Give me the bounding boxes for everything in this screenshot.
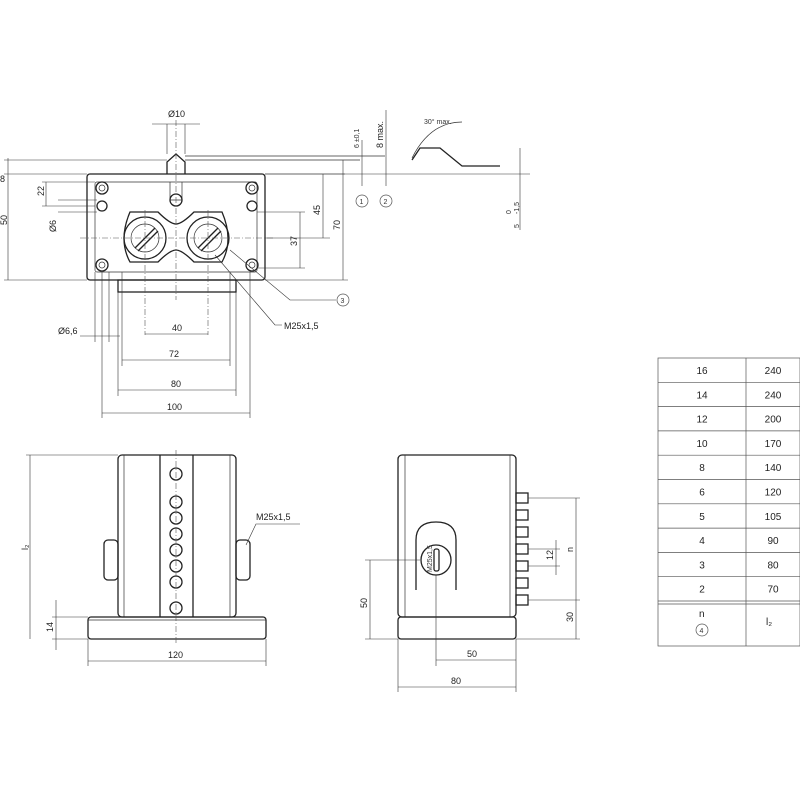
dim-50-vertical: 50 — [359, 598, 369, 608]
table-cell-l2: 240 — [765, 390, 782, 401]
side-base — [397, 616, 517, 640]
table-cell-l2: 240 — [765, 366, 782, 377]
dim-40: 40 — [172, 323, 182, 333]
table-header-l2: l₂ — [766, 617, 772, 628]
table-cell-l2: 200 — [765, 415, 782, 426]
table-cell-n: 2 — [699, 585, 705, 596]
dim-l2: l₂ — [20, 544, 30, 550]
dim-22: 22 — [36, 186, 46, 196]
angle-label: 30° max. — [424, 118, 452, 126]
callout-3: 3 — [336, 293, 350, 307]
dim-5: 5 — [514, 224, 521, 228]
dim-d6: Ø6 — [48, 220, 58, 232]
dim-50-left: 50 — [0, 215, 9, 225]
top-base-plate — [117, 279, 237, 293]
dim-80-side: 80 — [451, 676, 461, 686]
table-cell-n: 6 — [699, 488, 705, 499]
dim-120: 120 — [168, 650, 183, 660]
table-cell-n: 4 — [699, 536, 705, 547]
table-cell-n: 12 — [696, 415, 708, 426]
callout-2: 2 — [379, 194, 393, 208]
dim-45: 45 — [312, 205, 322, 215]
dim-n: n — [565, 547, 575, 552]
mounting-holes — [95, 181, 259, 272]
front-gland-left — [103, 539, 119, 581]
front-base — [87, 616, 267, 640]
dim-30: 30 — [565, 612, 575, 622]
svg-text:1: 1 — [360, 199, 364, 206]
dim-80: 80 — [171, 379, 181, 389]
front-view: l₂ 14 120 M25x1,5 — [20, 450, 300, 666]
dim-5-lower: -1,5 — [514, 202, 521, 214]
dim-50-horizontal: 50 — [467, 649, 477, 659]
dim-d66: Ø6,6 — [58, 326, 78, 336]
table-cell-l2: 170 — [765, 439, 782, 450]
dim-100: 100 — [167, 402, 182, 412]
side-gland-slot — [433, 548, 440, 572]
dim-72: 72 — [169, 349, 179, 359]
cable-outlets — [515, 492, 529, 606]
dim-70: 70 — [332, 220, 342, 230]
dim-14: 14 — [45, 622, 55, 632]
thread-label-top: M25x1,5 — [284, 321, 319, 331]
svg-text:2: 2 — [384, 199, 388, 206]
dim-12: 12 — [545, 550, 555, 560]
table-cell-l2: 90 — [767, 536, 779, 547]
side-thread-label: M25x1,5 — [427, 545, 434, 572]
side-gland-housing — [415, 521, 457, 590]
table-cell-l2: 120 — [765, 488, 782, 499]
table-cell-l2: 70 — [767, 585, 779, 596]
table-cell-n: 14 — [696, 390, 708, 401]
actuator-lever — [411, 147, 500, 167]
table-cell-n: 8 — [699, 463, 705, 474]
dim-8-max: 8 max. — [375, 121, 385, 148]
table-cell-l2: 105 — [765, 512, 782, 523]
table-cell-n: 16 — [696, 366, 708, 377]
svg-text:3: 3 — [341, 298, 345, 305]
n-l2-table: 16 240 14 240 12 200 10 170 8 140 6 120 5 105 4 90 3 80 2 7… — [657, 357, 800, 647]
thread-label-front: M25x1,5 — [256, 512, 291, 522]
dim-37: 37 — [289, 236, 299, 246]
table-header-n: n — [699, 609, 705, 620]
dim-shaft-diameter: Ø10 — [168, 109, 185, 119]
dim-5-upper: 0 — [506, 210, 513, 214]
table-cell-n: 5 — [699, 512, 705, 523]
callout-1: 1 — [355, 194, 369, 208]
table-cell-l2: 140 — [765, 463, 782, 474]
table-cell-n: 3 — [699, 560, 705, 571]
dim-6-tolerance: 6 ±0,1 — [354, 128, 361, 148]
table-cell-l2: 80 — [767, 560, 779, 571]
dim-8-left: 8 — [0, 174, 5, 184]
table-header-callout: 4 — [700, 628, 704, 635]
side-view: M25x1,5 n 12 30 50 50 — [359, 454, 580, 692]
top-view: Ø10 8 50 22 Ø6 Ø6,6 40 72 80 100 — [0, 109, 530, 418]
front-gland-right — [235, 539, 251, 581]
table-cell-n: 10 — [696, 439, 708, 450]
